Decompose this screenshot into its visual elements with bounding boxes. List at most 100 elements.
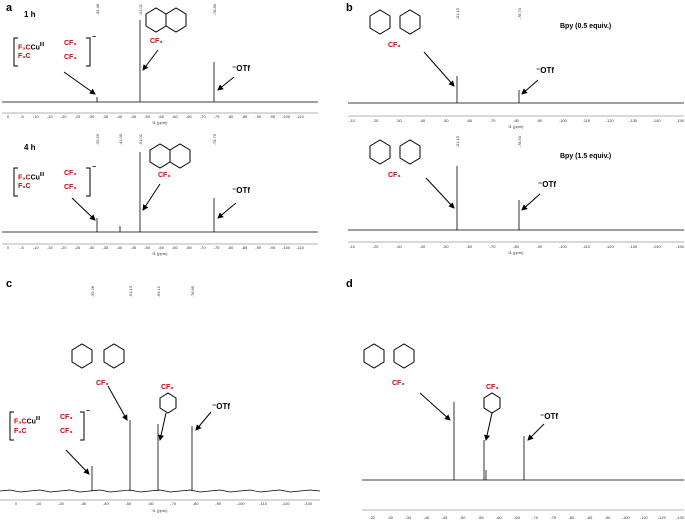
cu-complex-a2: F₃CCuIII xyxy=(18,172,45,182)
axis-tick-label: -20 xyxy=(369,515,375,520)
arrow-a2-cu xyxy=(71,197,96,221)
arrow-b1-s xyxy=(423,51,455,87)
axis-tick-label: -30 xyxy=(80,501,87,506)
axis-tick-label: -140 xyxy=(652,118,661,123)
axis-title-a1: f1 (ppm) xyxy=(152,120,168,125)
axis-tick-label: -40 xyxy=(116,245,123,250)
cu-minus-a1: − xyxy=(92,34,97,41)
axis-tick-label: -10 xyxy=(349,244,355,249)
axis-tick-label: -110 xyxy=(259,501,267,506)
axis-tick-label: -40 xyxy=(116,114,123,119)
axis-tick-label: -40 xyxy=(102,501,109,506)
peak-value-label: -51.01 xyxy=(138,134,143,146)
axis-tick-label: -50 xyxy=(144,114,150,119)
axis-tick-label: -60 xyxy=(171,245,178,250)
cu-complex-a1-cf3-2: CF₃ xyxy=(64,54,77,61)
axis-tick-label: -35 xyxy=(405,515,412,520)
arrow-c-otf xyxy=(195,411,212,431)
axis-tick-label: -140 xyxy=(652,244,661,249)
arrow-d-otf xyxy=(527,423,545,441)
axis-tick-label: -110 xyxy=(296,245,304,250)
axis-tick-label: -100 xyxy=(621,515,630,520)
struct-d xyxy=(363,343,415,369)
axis-tick-label: -120 xyxy=(657,515,666,520)
axis-tick-label: -80 xyxy=(568,515,575,520)
cu-complex-c-cf3-1: CF₃ xyxy=(60,414,73,421)
axis-tick-label: -90 xyxy=(604,515,611,520)
arrow-b2-otf xyxy=(521,193,541,211)
panel-letter-d: d xyxy=(346,278,353,290)
cu-complex-a1-cf3-1: CF₃ xyxy=(64,40,77,47)
axis-tick-label: -110 xyxy=(582,118,591,123)
axis-tick-label: -100 xyxy=(558,118,567,123)
peak-value-label: -78.79 xyxy=(212,134,217,146)
axis-tick-label: -80 xyxy=(513,244,519,249)
struct-d-ph xyxy=(483,392,501,414)
cu-bracket-c xyxy=(9,411,85,441)
axis-tick-label: -50 xyxy=(125,501,132,506)
axis-tick-label: -100 xyxy=(282,114,291,119)
axis-title-b1: f1 (ppm) xyxy=(508,124,524,129)
axis-tick-label: -55 xyxy=(158,114,164,119)
struct-a2 xyxy=(149,143,191,169)
otf-label-d: ⁻OTf xyxy=(540,412,558,421)
f3c-1: F₃C xyxy=(18,44,31,52)
bpy-label-05: Bpy (0.5 equiv.) xyxy=(560,23,612,30)
peak-value-label: -78.70 xyxy=(517,8,522,20)
axis-tick-label: -40 xyxy=(419,244,426,249)
panel-letter-a: a xyxy=(6,2,13,14)
axis-tick-label: -120 xyxy=(605,118,614,123)
axis-tick-label: -130 xyxy=(675,515,685,520)
axis-tick-label: -70 xyxy=(199,114,206,119)
cu-complex-a2-f3c2: F₃C xyxy=(18,183,31,190)
panel-letter-c: c xyxy=(6,278,13,290)
axis-tick-label: 0 xyxy=(6,245,10,250)
cf3-label-d-ph: CF₃ xyxy=(486,384,499,391)
axis-tick-label: -60 xyxy=(147,501,154,506)
cu-minus-c: − xyxy=(86,408,91,415)
axis-tick-label: -55 xyxy=(158,245,164,250)
cu-bracket-a2 xyxy=(13,167,91,197)
axis-tick-label: -20 xyxy=(60,245,67,250)
arrow-c-s xyxy=(107,385,128,421)
axis-tick-label: -65 xyxy=(514,515,520,520)
arrow-a2-s xyxy=(142,183,161,211)
cu-complex-a1: F₃CCuIII xyxy=(18,42,44,51)
axis-tick-label: -70 xyxy=(199,245,206,250)
axis-tick-label: -30 xyxy=(395,244,402,249)
axis-tick-label: -10 xyxy=(32,245,39,250)
axis-tick-label: -65 xyxy=(185,114,192,119)
panel-letter-b: b xyxy=(346,2,353,14)
axis-tick-label: -35 xyxy=(102,114,109,119)
cf3-label-a2: CF₃ xyxy=(158,172,171,179)
axis-tick-label: -50 xyxy=(442,244,449,249)
axis-tick-label: -15 xyxy=(46,245,53,250)
axis-tick-label: -70 xyxy=(489,118,496,123)
axis-tick-label: -100 xyxy=(558,244,567,249)
bpy-label-15: Bpy (1.5 equiv.) xyxy=(560,153,612,160)
axis-tick-label: -60 xyxy=(466,118,473,123)
axis-tick-label: -50 xyxy=(442,118,449,123)
peak-value-label: -78.80 xyxy=(212,4,217,16)
cu-complex-a2-cf3-1: CF₃ xyxy=(64,170,77,177)
axis-tick-label: -90 xyxy=(215,501,222,506)
arrow-b2-s xyxy=(425,177,455,209)
peak-value-label: -51.19 xyxy=(455,136,460,148)
peak-value-label: -51.01 xyxy=(138,4,143,16)
axis-tick-label: -5 xyxy=(20,114,24,119)
time-label-4h: 4 h xyxy=(24,143,36,152)
axis-tick-label: -35 xyxy=(102,245,109,250)
axis-tick-label: -90 xyxy=(536,118,543,123)
cu-complex-a2-cf3-2: CF₃ xyxy=(64,184,77,191)
axis-tick-label: -95 xyxy=(269,245,276,250)
axis-tick-label: -110 xyxy=(582,244,591,249)
axis-title-c: f1 (ppm) xyxy=(152,508,168,513)
axis-tick-label: -20 xyxy=(58,501,64,506)
arrow-a1-s xyxy=(142,49,159,71)
peak-value-label: -78.85 xyxy=(190,286,195,298)
axis-tick-label: -50 xyxy=(144,245,150,250)
struct-a1 xyxy=(145,7,187,33)
otf-label-b2: ⁻OTf xyxy=(538,180,556,189)
arrow-c-cu xyxy=(65,449,90,475)
